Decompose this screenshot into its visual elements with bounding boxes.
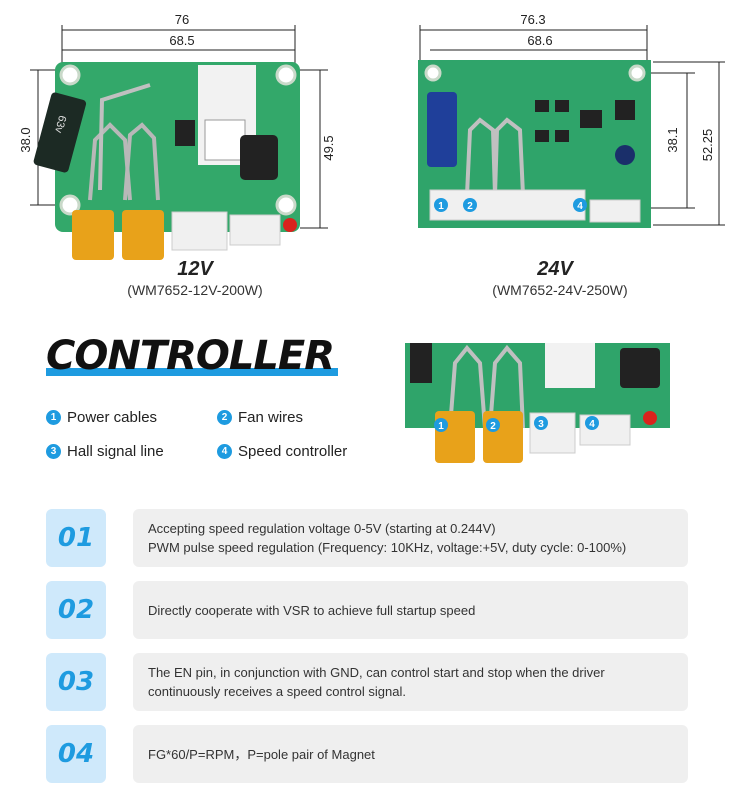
legend-item-speed-controller: 4 Speed controller [217,443,347,460]
feature-text-line: continuously receives a speed control si… [148,684,406,699]
dim-top-inner: 68.5 [169,33,194,48]
legend-label: Power cables [67,409,158,426]
dim-top-inner: 68.6 [527,33,552,48]
legend-number: 2 [217,410,232,425]
svg-text:1: 1 [438,201,444,212]
svg-text:1: 1 [438,421,444,432]
legend-number: 3 [46,444,61,459]
svg-text:4: 4 [589,419,595,430]
svg-text:2: 2 [490,421,496,432]
feature-box-01: Accepting speed regulation voltage 0-5V … [133,509,688,567]
svg-text:2: 2 [467,201,473,212]
legend-label: Fan wires [238,409,304,426]
legend-label: Speed controller [238,443,348,460]
feature-number-02: 02 [46,581,106,639]
board-12v-title: 12V [177,258,213,280]
feature-text-line: The EN pin, in conjunction with GND, can… [148,665,605,680]
feature-number-04: 04 [46,725,106,783]
feature-text-line: Directly cooperate with VSR to achieve f… [148,602,476,618]
board-12v-model: (WM7652-12V-200W) [127,282,263,298]
feature-box-02: Directly cooperate with VSR to achieve f… [133,581,688,639]
feature-box-04: FG*60/P=RPM，P=pole pair of Magnet [133,725,688,783]
dim-top-outer: 76 [175,12,189,27]
legend-number: 4 [217,444,232,459]
feature-text-line: FG*60/P=RPM，P=pole pair of Magnet [148,746,375,762]
page-title: CONTROLLER [46,333,335,379]
legend-item-fan-wires: 2 Fan wires [217,409,303,426]
board-24v-diagram: 76.3 68.6 38.1 52.25 1 2 4 [418,12,725,228]
dim-right: 49.5 [321,135,336,160]
legend-item-hall-signal-line: 3 Hall signal line [46,443,164,460]
feature-text-line: Accepting speed regulation voltage 0-5V … [148,521,496,536]
board-12v-diagram: 76 68.5 38.0 49.5 63v [18,12,336,260]
heading-underline [46,368,338,376]
feature-box-03: The EN pin, in conjunction with GND, can… [133,653,688,711]
svg-text:63v: 63v [52,114,68,135]
svg-text:4: 4 [577,201,583,212]
feature-number-01: 01 [46,509,106,567]
dim-left: 38.1 [665,127,680,152]
board-24v-model: (WM7652-24V-250W) [492,282,628,298]
dim-top-outer: 76.3 [520,12,545,27]
controller-detail-image: 1 2 3 4 [405,343,670,463]
svg-text:3: 3 [538,419,544,430]
dim-right: 52.25 [700,129,715,162]
legend-item-power-cables: 1 Power cables [46,409,157,426]
board-24v-title: 24V [537,258,573,280]
legend-number: 1 [46,410,61,425]
legend-label: Hall signal line [67,443,164,460]
dim-left: 38.0 [18,127,33,152]
feature-text-line: PWM pulse speed regulation (Frequency: 1… [148,540,627,555]
feature-number-03: 03 [46,653,106,711]
